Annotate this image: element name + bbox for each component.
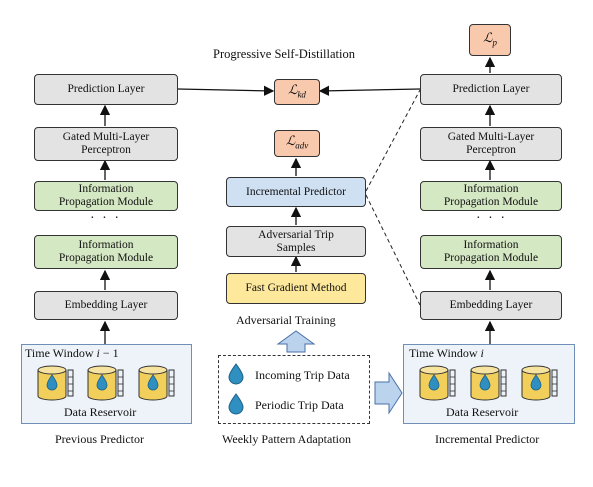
left-embedding-layer: Embedding Layer bbox=[34, 291, 178, 320]
arrow-left-prediction-to-lkd bbox=[177, 85, 275, 97]
right-ellipsis: · · · bbox=[476, 211, 507, 226]
left-time-window: Time Window i − 1 bbox=[25, 346, 119, 360]
left-gmlp-line2: Perceptron bbox=[81, 144, 131, 156]
kd-loss-box: ℒkd bbox=[274, 79, 320, 105]
data-barrel-icon bbox=[419, 365, 456, 401]
block-arrow-up-icon bbox=[276, 330, 316, 353]
arrow-right-prediction-to-lkd bbox=[318, 85, 421, 97]
water-drop-icon bbox=[228, 393, 244, 415]
right-caption: Incremental Predictor bbox=[435, 432, 540, 446]
adversarial-samples-box: Adversarial Trip Samples bbox=[226, 226, 366, 257]
adv-samples-line1: Adversarial Trip bbox=[258, 228, 334, 241]
right-info-propagation-top: Information Propagation Module bbox=[420, 181, 562, 211]
right-reservoir-label: Data Reservoir bbox=[446, 405, 519, 419]
data-barrel-icon bbox=[138, 365, 175, 401]
left-ipm-top-line2: Propagation Module bbox=[58, 196, 154, 208]
left-ipm-bottom-line1: Information bbox=[78, 239, 134, 251]
incremental-predictor-box: Incremental Predictor bbox=[226, 177, 366, 207]
left-caption: Previous Predictor bbox=[55, 432, 144, 446]
left-gmlp-line1: Gated Multi-Layer bbox=[62, 131, 150, 143]
left-gated-mlp: Gated Multi-Layer Perceptron bbox=[34, 127, 178, 161]
left-ipm-bottom-line2: Propagation Module bbox=[58, 252, 154, 264]
periodic-trip-label: Periodic Trip Data bbox=[255, 398, 344, 412]
kd-loss-label: ℒkd bbox=[288, 81, 306, 100]
adv-loss-label: ℒadv bbox=[285, 133, 309, 151]
right-ipm-top-line1: Information bbox=[463, 183, 519, 195]
left-info-propagation-bottom: Information Propagation Module bbox=[34, 235, 178, 269]
data-barrel-icon bbox=[521, 365, 558, 401]
right-info-propagation-bottom: Information Propagation Module bbox=[420, 235, 562, 269]
incoming-trip-label: Incoming Trip Data bbox=[255, 368, 350, 382]
right-ipm-top-line2: Propagation Module bbox=[443, 196, 539, 208]
p-loss-box: ℒp bbox=[469, 24, 511, 56]
right-gmlp-line2: Perceptron bbox=[466, 144, 516, 156]
right-gated-mlp: Gated Multi-Layer Perceptron bbox=[420, 127, 562, 161]
adversarial-training-label: Adversarial Training bbox=[236, 313, 336, 327]
water-drop-icon bbox=[228, 363, 244, 385]
left-prediction-layer: Prediction Layer bbox=[34, 74, 178, 105]
data-barrel-icon bbox=[87, 365, 124, 401]
adv-samples-line2: Samples bbox=[276, 241, 316, 254]
adv-loss-box: ℒadv bbox=[274, 130, 320, 157]
data-barrel-icon bbox=[37, 365, 74, 401]
left-reservoir-label: Data Reservoir bbox=[64, 405, 137, 419]
weekly-pattern-caption: Weekly Pattern Adaptation bbox=[222, 432, 351, 446]
data-barrel-icon bbox=[470, 365, 507, 401]
left-ipm-top-line1: Information bbox=[78, 183, 134, 195]
right-embedding-layer: Embedding Layer bbox=[420, 291, 562, 320]
dashed-link-top bbox=[365, 89, 421, 192]
right-ipm-bottom-line1: Information bbox=[463, 239, 519, 251]
left-ellipsis: · · · bbox=[90, 211, 121, 226]
right-ipm-bottom-line2: Propagation Module bbox=[443, 252, 539, 264]
right-time-window: Time Window i bbox=[409, 346, 484, 360]
right-prediction-layer: Prediction Layer bbox=[420, 74, 562, 105]
dashed-link-bottom bbox=[365, 194, 421, 306]
left-info-propagation-top: Information Propagation Module bbox=[34, 181, 178, 211]
p-loss-label: ℒp bbox=[483, 29, 497, 48]
diagram-title: Progressive Self-Distillation bbox=[213, 47, 355, 61]
fast-gradient-method-box: Fast Gradient Method bbox=[226, 273, 366, 304]
right-gmlp-line1: Gated Multi-Layer bbox=[447, 131, 535, 143]
block-arrow-right-icon bbox=[374, 371, 403, 415]
weekly-pattern-panel bbox=[218, 355, 370, 424]
